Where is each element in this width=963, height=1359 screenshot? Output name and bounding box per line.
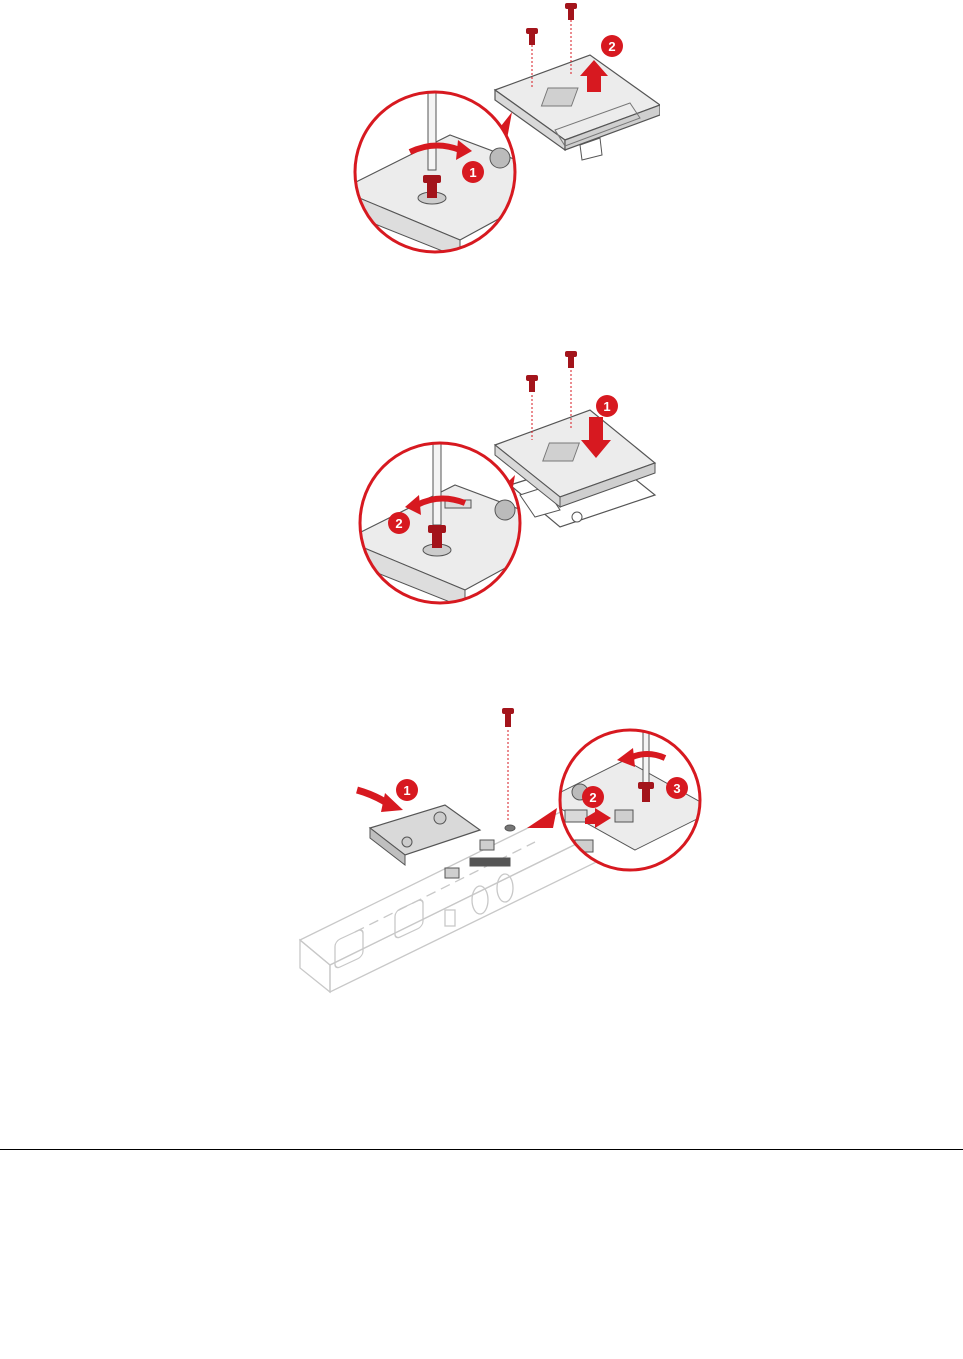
screw-icon	[502, 708, 514, 822]
insert-arrow-icon	[357, 790, 403, 812]
figure-3-mount-to-chassis: 1 2	[295, 700, 715, 1000]
svg-text:1: 1	[603, 399, 610, 414]
detail-magnifier: 2 3	[545, 725, 715, 870]
svg-text:2: 2	[395, 516, 402, 531]
card-reader-module	[370, 805, 480, 865]
step-badge: 1	[396, 779, 418, 801]
figure-1-remove-module: 2 1	[340, 0, 660, 260]
svg-text:2: 2	[608, 39, 615, 54]
module-board	[495, 55, 660, 160]
footer-divider	[0, 1149, 963, 1150]
svg-text:3: 3	[673, 781, 680, 796]
step-badge: 1	[596, 395, 618, 417]
svg-text:2: 2	[589, 790, 596, 805]
figure-2-install-module: 1 2	[345, 345, 665, 610]
svg-text:1: 1	[469, 165, 476, 180]
step-badge: 2	[601, 35, 623, 57]
svg-text:1: 1	[403, 783, 410, 798]
